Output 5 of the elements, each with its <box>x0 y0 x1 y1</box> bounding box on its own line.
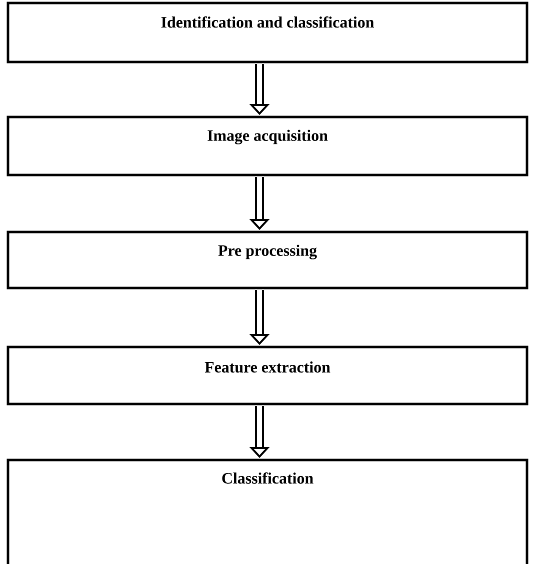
process-box: Feature extraction <box>6 346 528 406</box>
process-box: Pre processing <box>6 230 528 290</box>
process-box: Image acquisition <box>6 116 528 176</box>
process-box: Identification and classification <box>6 2 528 64</box>
process-box: Classification <box>6 458 528 564</box>
